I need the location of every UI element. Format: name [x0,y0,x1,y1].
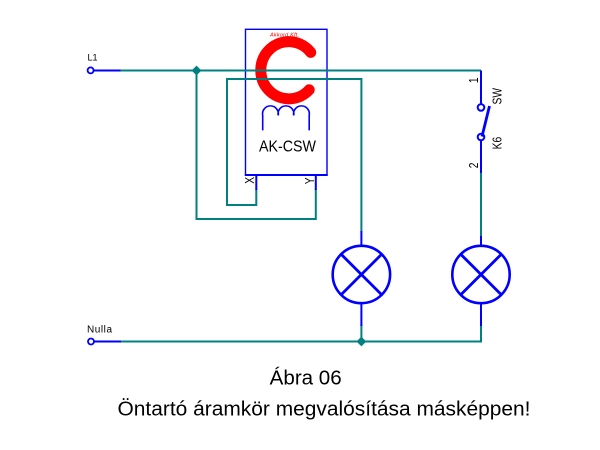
svg-text:Öntartó áramkör megvalósítása: Öntartó áramkör megvalósítása másképpen! [118,398,531,421]
svg-text:1: 1 [468,77,481,83]
svg-text:K6: K6 [492,137,505,150]
svg-text:SW: SW [492,88,505,105]
svg-text:X: X [244,177,257,184]
svg-text:Y: Y [304,177,317,184]
svg-text:Akkord Kft.: Akkord Kft. [269,33,299,39]
svg-text:Nulla: Nulla [87,325,112,336]
svg-text:AK-CSW: AK-CSW [259,139,317,156]
svg-text:L1: L1 [88,53,98,63]
svg-text:2: 2 [468,163,481,169]
svg-text:Ábra 06: Ábra 06 [270,367,342,390]
